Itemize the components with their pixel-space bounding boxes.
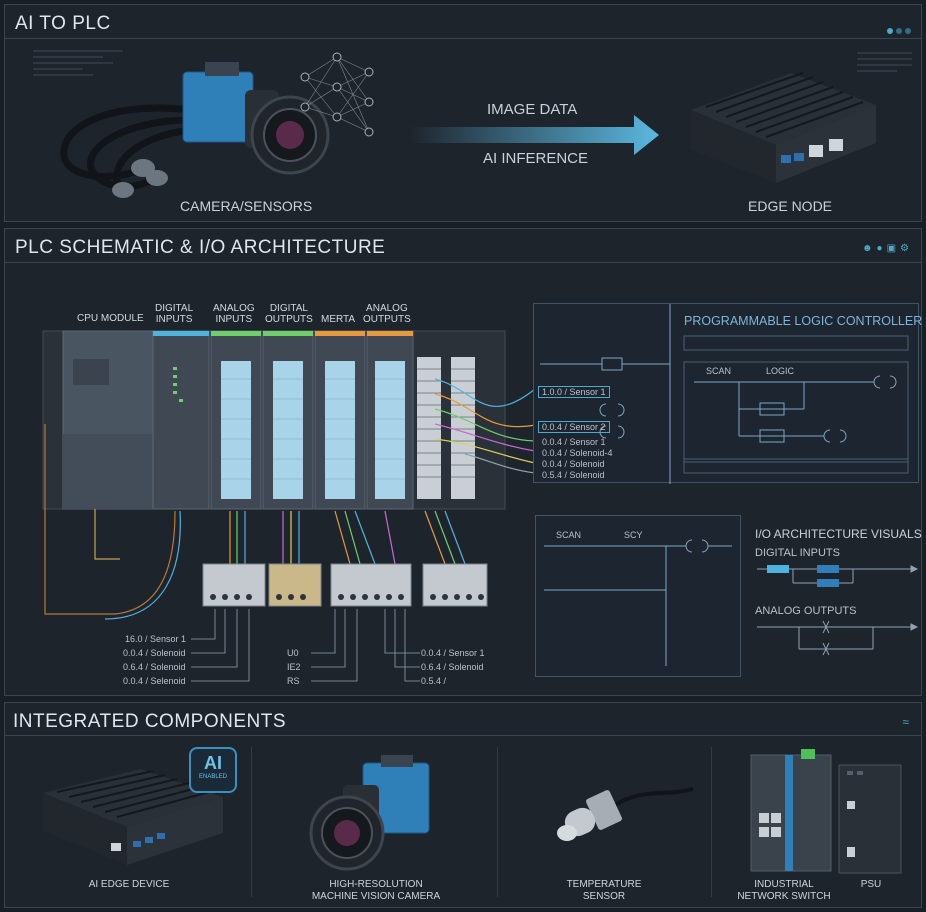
image-data-label: IMAGE DATA <box>487 101 578 118</box>
ai-to-plc-panel: AI TO PLC <box>4 4 922 222</box>
industrial-network-switch-label: INDUSTRIAL NETWORK SWITCH <box>737 879 831 902</box>
ladder-bottom-scan: SCAN <box>556 530 582 540</box>
digital-outputs-label: DIGITAL OUTPUTS <box>265 303 313 325</box>
settings-icon: ⚙ <box>900 243 913 254</box>
io-mid-2: IE2 <box>287 662 301 672</box>
ai-badge-text: AI <box>204 753 222 773</box>
camera-icon: ▣ <box>886 243 901 254</box>
header-divider <box>5 735 921 736</box>
section-title-ai-to-plc: AI TO PLC <box>15 13 111 34</box>
cpu-module-label: CPU MODULE <box>77 313 144 324</box>
industrial-network-switch-icon <box>750 749 832 872</box>
io-right-2: 0.6.4 / Solenoid <box>421 662 484 672</box>
temperature-sensor-label: TEMPERATURE SENSOR <box>566 879 642 902</box>
io-address-2: 0.0.4 / Solenoid <box>123 648 186 658</box>
io-right-3: 0.5.4 / <box>421 676 447 686</box>
psu-label: PSU <box>860 879 882 890</box>
digital-inputs-label: DIGITAL INPUTS <box>155 303 194 325</box>
io-visuals-title: I/O ARCHITECTURE VISUALS <box>755 527 922 541</box>
ladder-logic-bottom <box>544 539 732 666</box>
io-list-1: 0.0.4 / Sensor 1 <box>542 437 606 447</box>
ai-inference-label: AI INFERENCE <box>483 150 589 167</box>
plc-ladder-diagram-top: PROGRAMMABLE LOGIC CONTROLLER SCAN LOGIC… <box>533 303 923 484</box>
ladder-logic-top <box>540 304 909 484</box>
machine-vision-camera-icon <box>309 755 430 871</box>
code-lines-decoration-right <box>857 52 912 72</box>
ai-edge-device-icon <box>43 769 223 865</box>
header-divider <box>5 262 921 263</box>
ladder-contact-logic: LOGIC <box>766 366 795 376</box>
io-right-1: 0.0.4 / Sensor 1 <box>421 648 485 658</box>
user-icon: ☻ <box>862 243 877 254</box>
wifi-icon: ≈ <box>902 715 909 729</box>
merta-label: MERTA <box>321 314 356 325</box>
camera-sensors-icon <box>60 62 330 198</box>
divider-1 <box>251 747 252 897</box>
io-visuals-diagram <box>757 565 919 656</box>
ai-edge-device-label: AI EDGE DEVICE <box>88 879 170 890</box>
divider-3 <box>711 747 712 897</box>
io-list-2: 0.0.4 / Solenoid-4 <box>542 448 613 458</box>
data-flow-arrow <box>409 115 659 155</box>
analog-outputs-label: ANALOG OUTPUTS <box>363 303 411 325</box>
ladder-contact-scan: SCAN <box>706 366 732 376</box>
io-visuals-digital-inputs: DIGITAL INPUTS <box>755 547 840 559</box>
plc-ladder-diagram-bottom: SCAN SCY <box>535 515 741 677</box>
analog-inputs-label: ANALOG INPUTS <box>213 303 255 325</box>
divider-2 <box>497 747 498 897</box>
io-list-4: 0.5.4 / Solenoid <box>542 470 605 480</box>
ai-badge-subtext: ENABLED <box>198 774 227 780</box>
temperature-sensor-icon <box>557 787 694 841</box>
io-tag-sensor-1: 1.0.0 / Sensor 1 <box>538 386 610 398</box>
header-icons: ☻●▣⚙ <box>862 243 913 254</box>
location-icon: ● <box>876 243 887 254</box>
camera-sensors-label: CAMERA/SENSORS <box>180 198 313 214</box>
io-tag-sensor-2: 0.0.4 / Sensor 2 <box>538 421 610 433</box>
io-address-1: 16.0 / Sensor 1 <box>125 634 187 644</box>
code-lines-decoration <box>33 50 123 76</box>
plc-title: PROGRAMMABLE LOGIC CONTROLLER <box>684 314 923 328</box>
io-address-3: 0.6.4 / Solenoid <box>123 662 186 672</box>
neural-network-icon <box>300 52 374 137</box>
plc-rack-diagram <box>42 330 536 682</box>
io-visuals-analog-outputs: ANALOG OUTPUTS <box>755 605 857 617</box>
integrated-components-panel: INTEGRATED COMPONENTS ≈ AI ENABLED AI ED… <box>4 702 922 908</box>
section-title-integrated-components: INTEGRATED COMPONENTS <box>13 711 286 732</box>
header-divider <box>5 38 921 39</box>
machine-vision-camera-label: HIGH-RESOLUTION MACHINE VISION CAMERA <box>311 879 441 902</box>
ladder-bottom-scy: SCY <box>624 530 643 540</box>
psu-icon <box>838 764 902 874</box>
section-title-plc-schematic: PLC SCHEMATIC & I/O ARCHITECTURE <box>15 237 386 258</box>
plc-schematic-panel: PLC SCHEMATIC & I/O ARCHITECTURE ☻●▣⚙ CP… <box>4 228 922 696</box>
edge-node-icon <box>691 72 876 183</box>
edge-node-label: EDGE NODE <box>748 198 833 214</box>
io-mid-1: U0 <box>287 648 299 658</box>
io-mid-3: RS <box>287 676 300 686</box>
io-address-4: 0.0.4 / Selenoid <box>123 676 186 686</box>
status-dots-icon <box>884 21 911 39</box>
ai-enabled-badge: AI ENABLED <box>189 747 237 793</box>
io-list-3: 0.0.4 / Solenoid <box>542 459 605 469</box>
